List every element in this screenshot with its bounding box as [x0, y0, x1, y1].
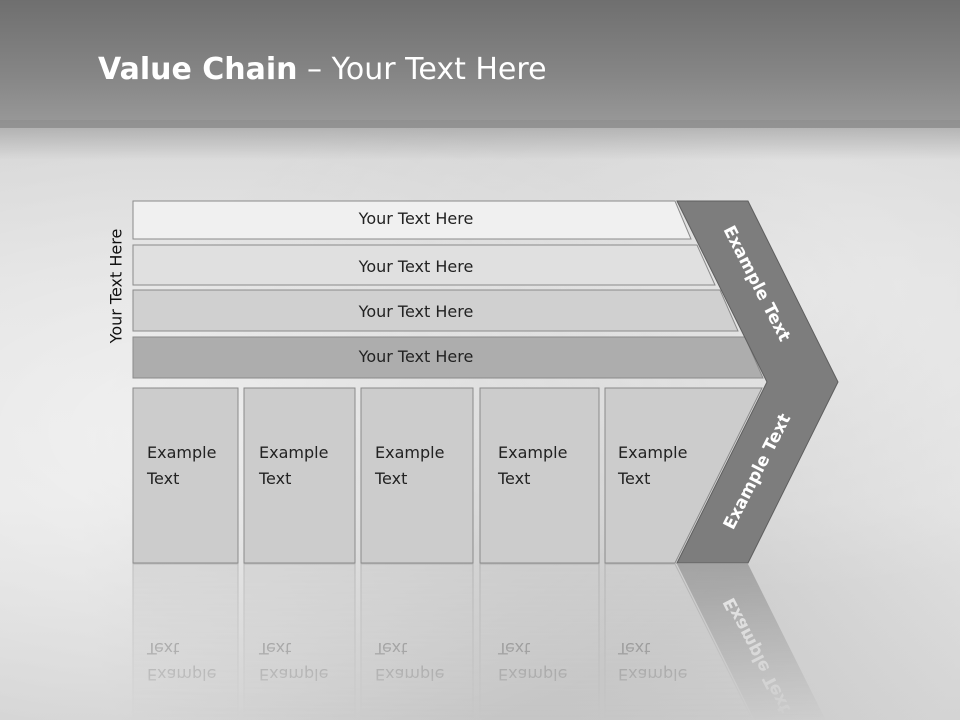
row-3: Your Text Here — [132, 289, 739, 332]
box-5-line2: Text — [617, 469, 650, 488]
reflection-box-4-line2: Text — [497, 639, 530, 658]
box-3: Example Text — [360, 387, 474, 564]
reflection-box-1-line2: Text — [146, 639, 179, 658]
box-2-line2: Text — [258, 469, 291, 488]
box-5-shape — [604, 387, 763, 564]
box-3-shape — [360, 387, 474, 564]
box-4-line2: Text — [497, 469, 530, 488]
box-1-line2: Text — [146, 469, 179, 488]
reflection-chevron — [677, 564, 826, 720]
box-4: Example Text — [479, 387, 600, 564]
box-4-line1: Example — [498, 443, 567, 462]
title-bold: Value Chain — [98, 52, 298, 87]
box-2: Example Text — [243, 387, 356, 564]
box-1-shape — [132, 387, 239, 564]
row-4: Your Text Here — [132, 336, 764, 379]
reflection-box-2 — [243, 563, 356, 720]
row-2-shape — [132, 244, 716, 286]
box-3-line1: Example — [375, 443, 444, 462]
row-1-shape — [132, 200, 692, 240]
box-2-shape — [243, 387, 356, 564]
reflection-box-2-line2: Text — [258, 639, 291, 658]
box-5: Example Text — [604, 387, 763, 564]
box-4-shape — [479, 387, 600, 564]
box-1-line1: Example — [147, 443, 216, 462]
row-4-label: Your Text Here — [358, 347, 474, 366]
reflection-box-3-line2: Text — [374, 639, 407, 658]
chevron-shape — [676, 200, 839, 564]
reflection-box-1 — [132, 563, 239, 720]
row-3-label: Your Text Here — [358, 302, 474, 321]
reflection-box-4 — [479, 563, 600, 720]
reflection-box-2-line1: Example — [259, 665, 328, 684]
reflection-box-3-line1: Example — [375, 665, 444, 684]
row-3-shape — [132, 289, 739, 332]
box-1: Example Text — [132, 387, 239, 564]
title-bar-fade — [0, 120, 960, 160]
row-1: Your Text Here — [132, 200, 692, 240]
row-4-shape — [132, 336, 764, 379]
row-2: Your Text Here — [132, 244, 716, 286]
box-3-line2: Text — [374, 469, 407, 488]
title-bar — [0, 0, 960, 128]
diagram-reflection: Example Text Example Text Example Text E… — [132, 563, 826, 720]
reflection-box-4-line1: Example — [498, 665, 567, 684]
box-2-line1: Example — [259, 443, 328, 462]
title-rest: – Your Text Here — [297, 52, 547, 87]
reflection-box-5-line2: Text — [617, 639, 650, 658]
reflection-box-5-line1: Example — [618, 665, 687, 684]
reflection-box-5 — [604, 563, 754, 720]
reflection-box-3 — [360, 563, 474, 720]
box-5-line1: Example — [618, 443, 687, 462]
slide-title: Value Chain – Your Text Here — [98, 52, 547, 87]
side-label: Your Text Here — [106, 228, 126, 344]
row-2-label: Your Text Here — [358, 257, 474, 276]
reflection-box-1-line1: Example — [147, 665, 216, 684]
row-1-label: Your Text Here — [358, 209, 474, 228]
